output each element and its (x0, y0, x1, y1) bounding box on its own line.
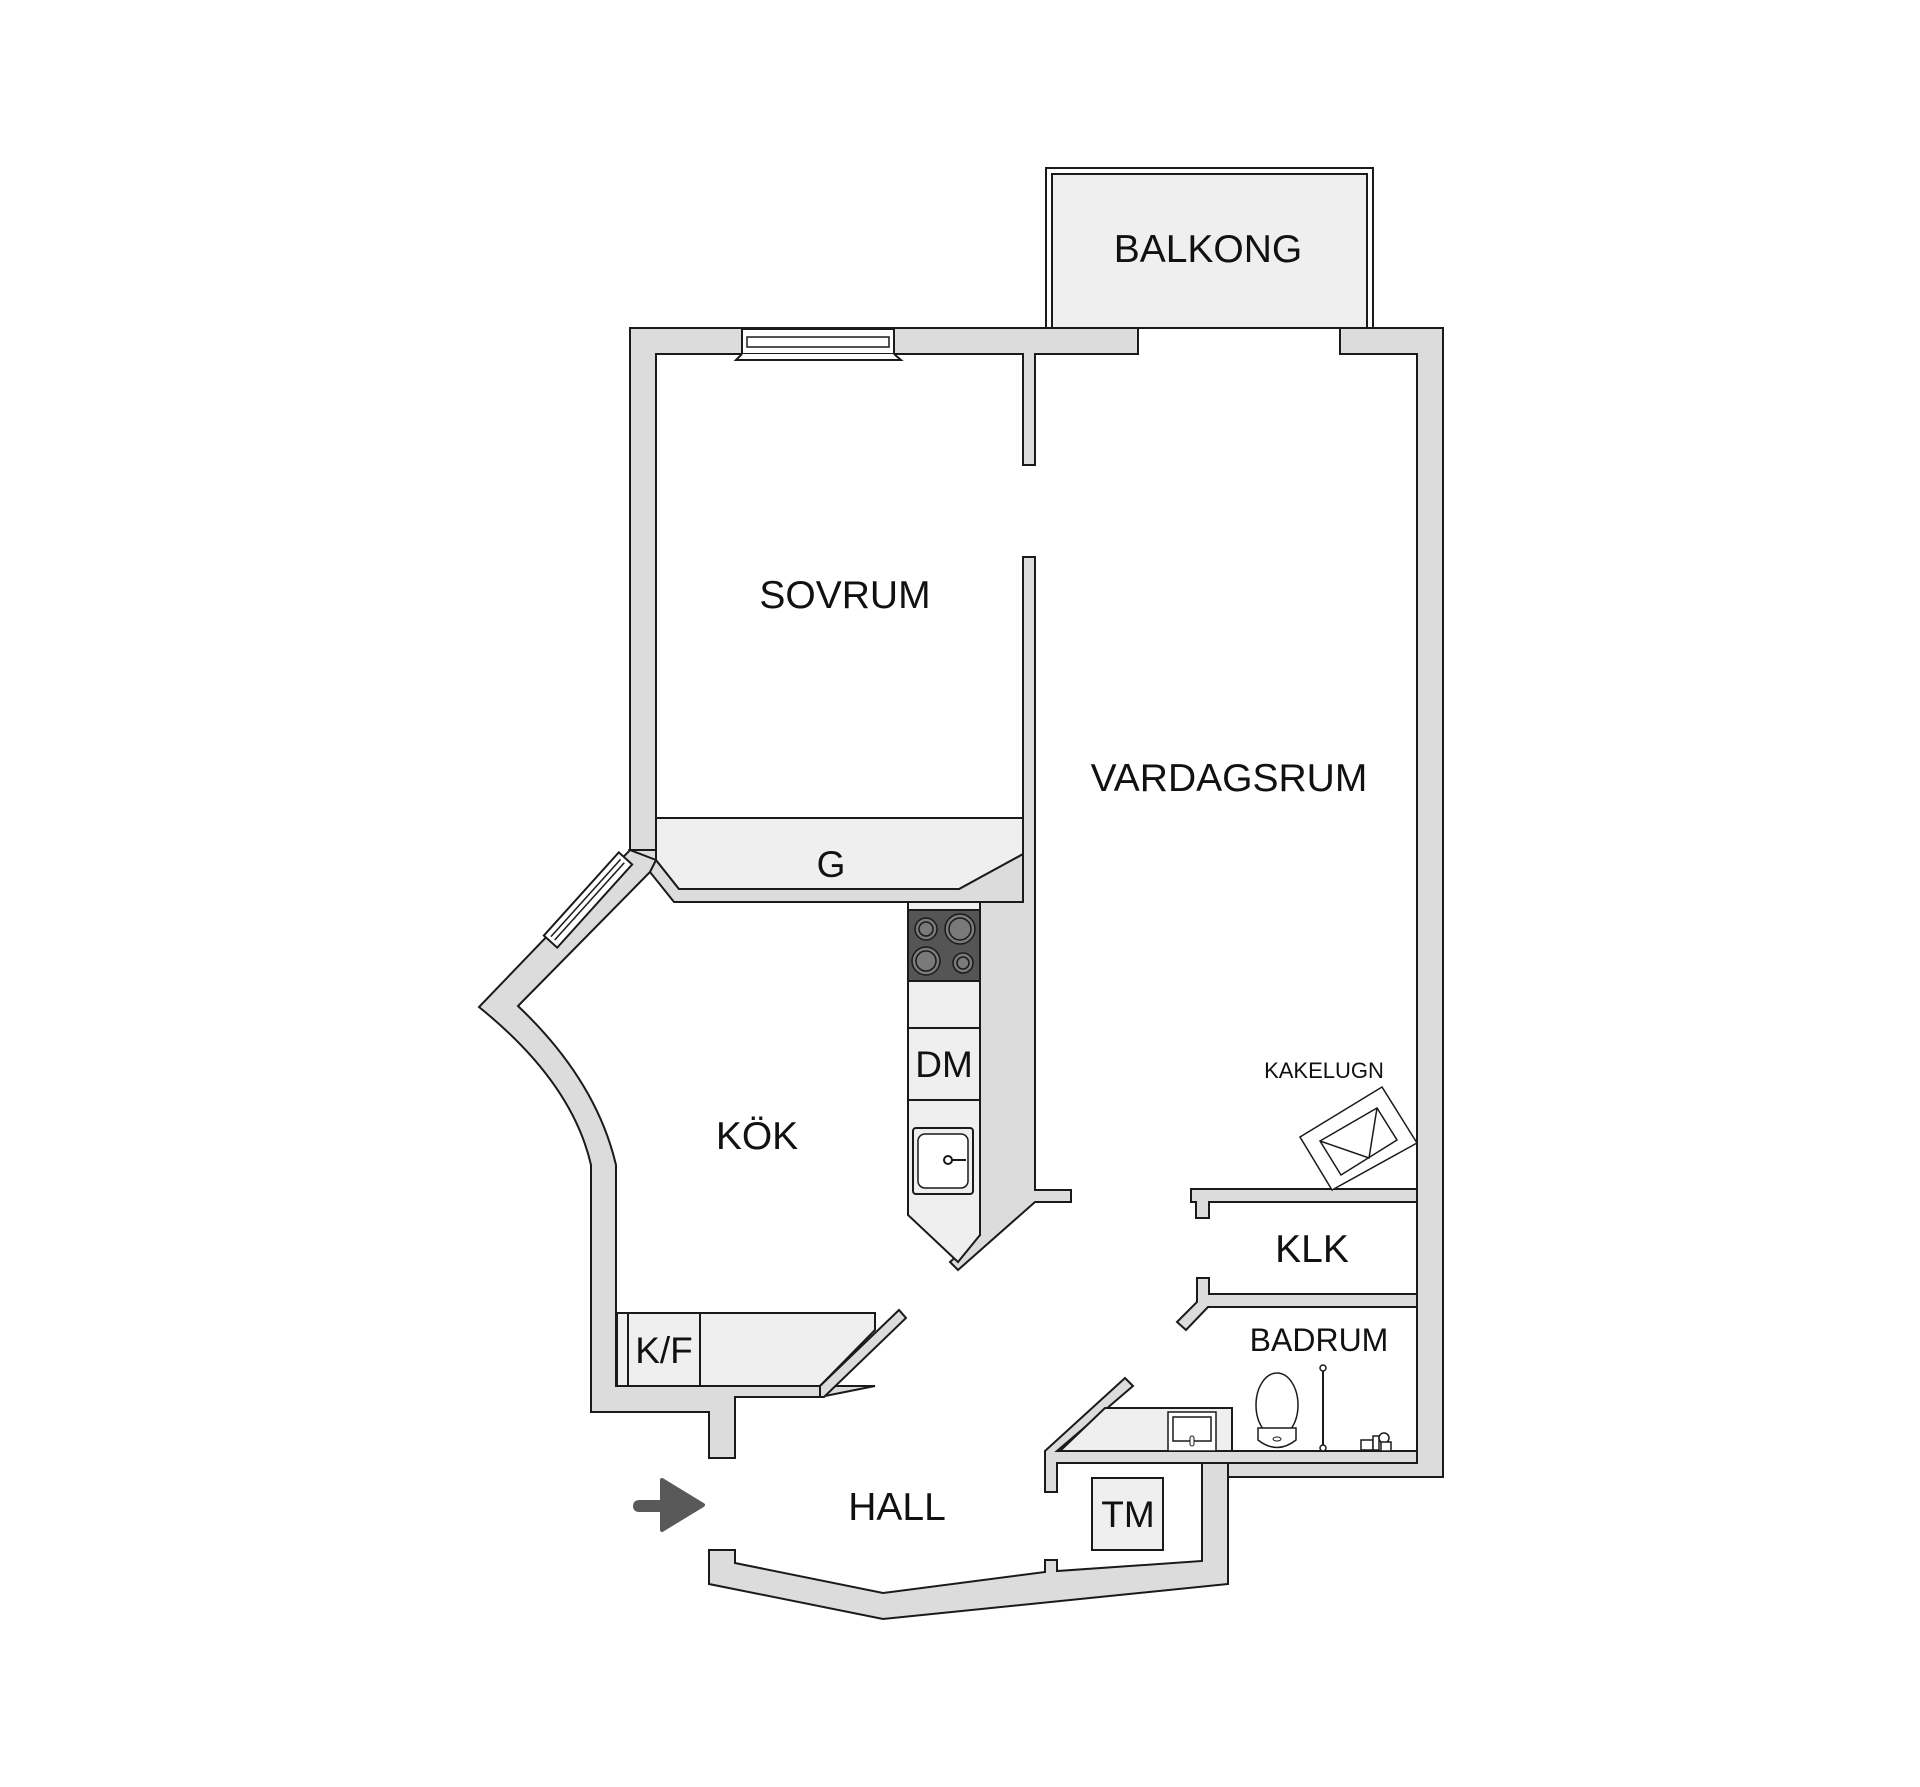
wall-kitchen-diagonal (819, 1308, 908, 1398)
wardrobe-g (655, 817, 1024, 890)
wall-klk-bottom (1175, 1277, 1418, 1332)
room-label-badrum: BADRUM (1250, 1322, 1389, 1358)
entrance-arrow-icon (633, 1478, 705, 1532)
stove-burners (911, 913, 976, 976)
room-label-tm: TM (1101, 1494, 1154, 1535)
toilet (1255, 1372, 1299, 1449)
room-label-g: G (817, 844, 846, 885)
wall-bath (1044, 1376, 1418, 1493)
bedroom-window (733, 328, 904, 361)
room-label-dm: DM (915, 1044, 973, 1085)
tiled-stove-icon (1298, 1085, 1419, 1192)
wall-klk-top (1190, 1188, 1418, 1219)
room-label-vardagsrum: VARDAGSRUM (1091, 757, 1368, 800)
wall-hall-bottom (708, 1462, 1229, 1621)
balcony (1045, 167, 1374, 329)
room-label-sovrum: SOVRUM (759, 574, 930, 617)
shower-mixer (1360, 1432, 1392, 1452)
room-label-hall: HALL (848, 1486, 946, 1529)
room-label-kok: KÖK (716, 1115, 798, 1158)
bath-sink (1167, 1411, 1217, 1452)
room-label-kakelugn: KAKELUGN (1264, 1058, 1384, 1083)
wall-kitchen-left (477, 848, 876, 1459)
room-label-balkong: BALKONG (1114, 228, 1303, 271)
kitchen-window (542, 850, 634, 950)
washing-machine (1091, 1477, 1164, 1551)
kitchen-counter-kf (616, 1312, 876, 1387)
room-label-klk: KLK (1275, 1228, 1349, 1271)
kitchen-sink (912, 1127, 974, 1195)
room-label-kf: K/F (635, 1330, 693, 1371)
shower-rod (1319, 1364, 1327, 1452)
